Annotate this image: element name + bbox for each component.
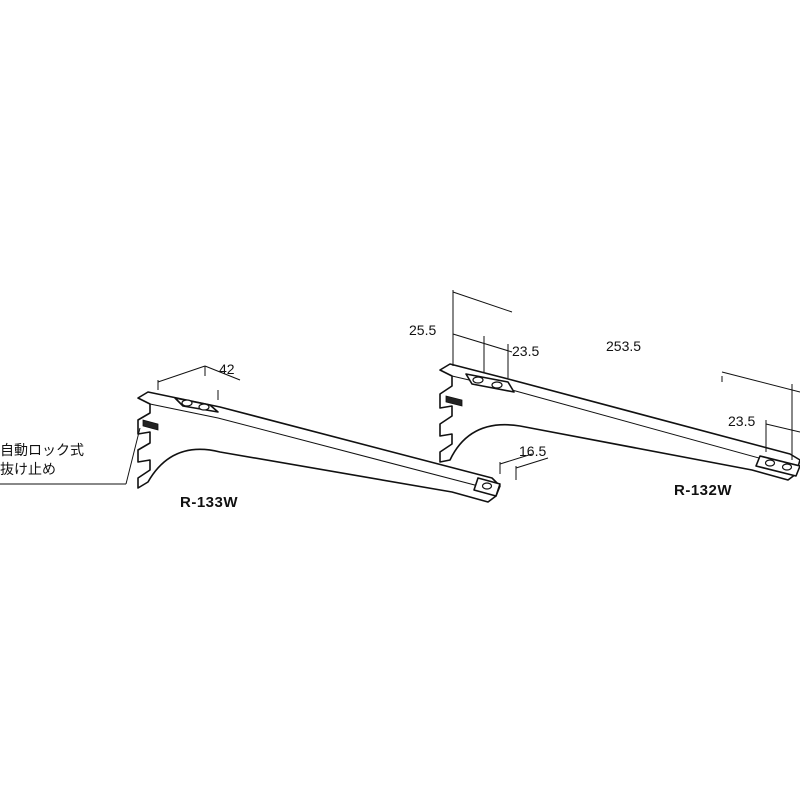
dim-right-lines [452, 290, 800, 460]
bracket-r133w-back-hole-2 [198, 403, 210, 411]
bracket-r133w-back-hole [181, 399, 193, 407]
bracket-r133w-tip-hole [481, 482, 493, 490]
bracket-r132w-back-hole-2 [491, 381, 503, 389]
bracket-r133w-lock [142, 419, 159, 431]
dim-label-23-5-plate: 23.5 [512, 343, 540, 359]
bracket-r132w-tip-hole [764, 459, 776, 467]
bracket-r133w-arm [137, 391, 501, 503]
bracket-r133w-flange-line [149, 403, 491, 490]
bracket-r132w-back-hole [472, 376, 484, 384]
auto-lock-note-line-1: 自動ロック式 [0, 442, 84, 458]
dim-16-5-lines [499, 453, 549, 480]
bracket-r133w [137, 391, 501, 503]
dim-label-42: 42 [219, 361, 235, 377]
bracket-r132w-tip-hole-2 [781, 463, 793, 471]
dim-label-23-5-tip: 23.5 [728, 413, 756, 429]
dim-label-16-5: 16.5 [519, 443, 547, 459]
model-label-r133w: R-133W [180, 494, 239, 511]
bracket-r132w-lock [445, 395, 463, 407]
note-leader [0, 427, 141, 485]
auto-lock-note: 自動ロック式 抜け止め [0, 441, 84, 479]
bracket-r132w [439, 363, 800, 481]
model-label-r132w: R-132W [674, 482, 733, 499]
dim-label-253-5: 253.5 [606, 338, 642, 354]
dim-42-lines [157, 365, 241, 400]
dim-label-25-5: 25.5 [409, 322, 437, 338]
auto-lock-note-line-2: 抜け止め [0, 461, 56, 477]
bracket-r132w-arm [439, 363, 800, 481]
